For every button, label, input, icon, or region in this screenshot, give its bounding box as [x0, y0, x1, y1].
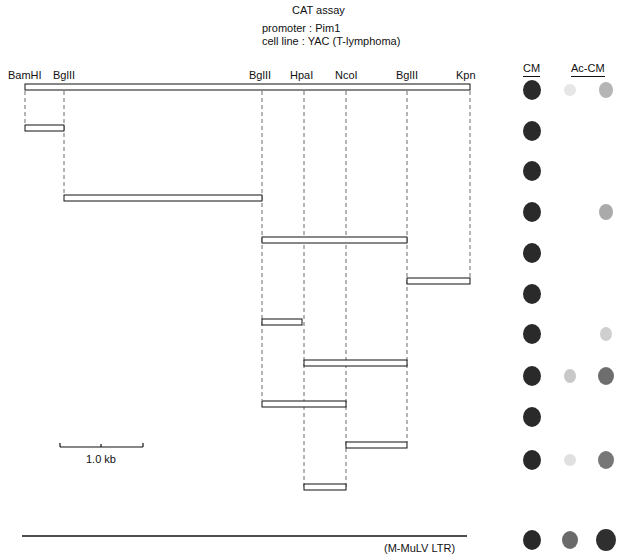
- fragment-bars: [25, 125, 470, 490]
- full-map-bar: [25, 84, 470, 90]
- site-label: NcoI: [335, 69, 358, 82]
- site-label: BglII: [396, 69, 418, 82]
- site-dashed-lines: [25, 91, 470, 490]
- tlc-spots: [523, 80, 616, 551]
- site-label: BamHI: [8, 69, 42, 82]
- cell-line-label: cell line : YAC (T-lymphoma): [262, 35, 400, 48]
- lane-header: Ac-CM: [571, 62, 605, 77]
- site-label: BglII: [53, 69, 75, 82]
- site-label: BglII: [249, 69, 271, 82]
- site-label: Kpn: [456, 69, 476, 82]
- ltr-label: (M-MuLV LTR): [384, 542, 455, 555]
- ltr-line: [22, 536, 467, 537]
- site-label: HpaI: [290, 69, 313, 82]
- scale-label: 1.0 kb: [86, 453, 116, 466]
- promoter-label: promoter : Pim1: [262, 22, 340, 35]
- figure-title: CAT assay: [292, 4, 345, 17]
- lane-header: CM: [523, 62, 540, 77]
- scale-bar: [60, 443, 143, 447]
